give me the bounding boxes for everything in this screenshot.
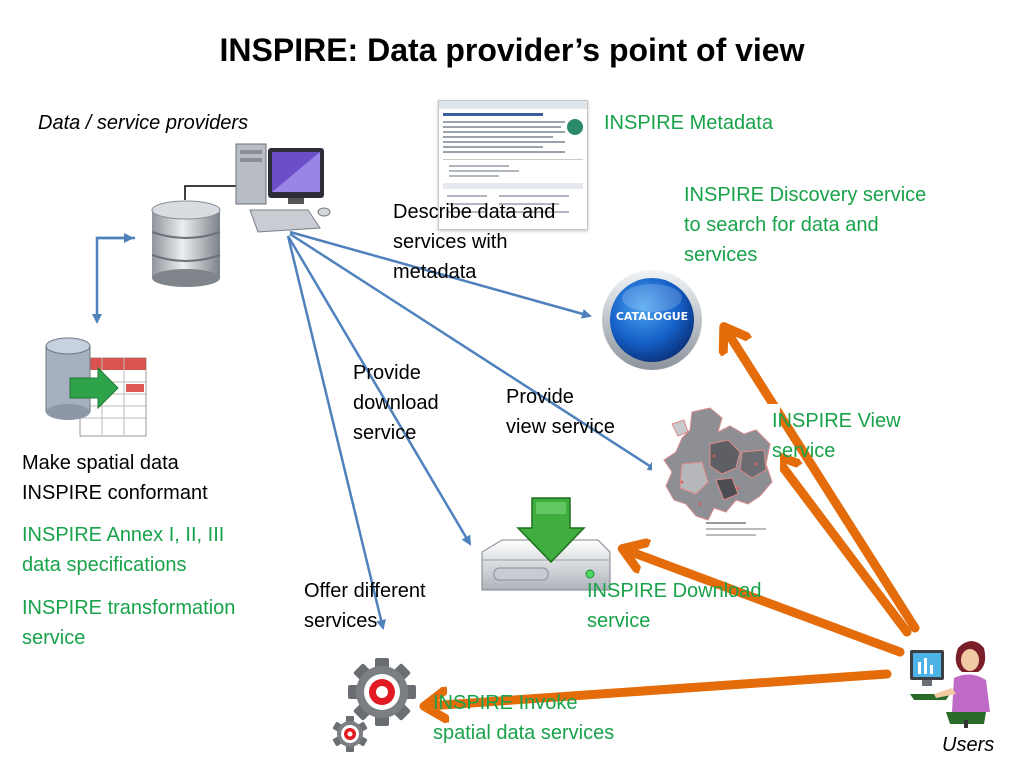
gears-icon [332,658,416,752]
arrow-to-invoke [286,235,386,630]
user-arrow-view [776,458,912,637]
catalogue-icon [602,270,702,370]
transform-data-icon [45,337,147,437]
view-service-text: INSPIRE View service [772,410,901,462]
offer-services-text: Offer different services [304,580,426,632]
invoke-service-text: INSPIRE Invoke spatial data services [433,692,615,744]
provide-view-text: Provide view service [506,386,615,438]
describe-metadata-text: Describe data and services with metadata [393,201,556,283]
metadata-document-icon [439,101,587,213]
annex-specifications-text: INSPIRE Annex I, II, III data specificat… [22,524,225,576]
users-label: Users [942,734,995,756]
database-icon [151,200,221,287]
metadata-document-thumbnail [438,100,588,230]
db-to-transform-arrow [92,236,135,324]
catalogue-badge-text: CATALOGUE [615,310,689,323]
user-at-computer-icon [910,641,990,728]
download-drive-icon [481,497,611,591]
make-conformant-text: Make spatial data INSPIRE conformant [22,452,208,504]
provide-download-text: Provide download service [353,362,439,444]
arrow-to-view [289,232,658,472]
providers-label: Data / service providers [38,112,249,134]
transformation-service-text: INSPIRE transformation service [22,597,236,649]
user-arrow-invoke [428,669,892,706]
download-service-text: INSPIRE Download service [587,580,762,632]
page-title: INSPIRE: Data provider’s point of view [219,32,805,68]
server-db-connector [184,185,240,200]
inspire-metadata-label: INSPIRE Metadata [604,112,773,134]
discovery-service-text: INSPIRE Discovery service to search for … [684,184,927,266]
catalogue-badge: CATALOGUE [600,268,704,372]
provider-computer-icon [235,143,331,233]
europe-map-icon [652,404,780,546]
arrow-to-catalogue [289,230,592,319]
user-arrow-catalogue [726,330,920,633]
arrow-to-download [286,235,472,546]
user-arrow-download [626,550,905,657]
